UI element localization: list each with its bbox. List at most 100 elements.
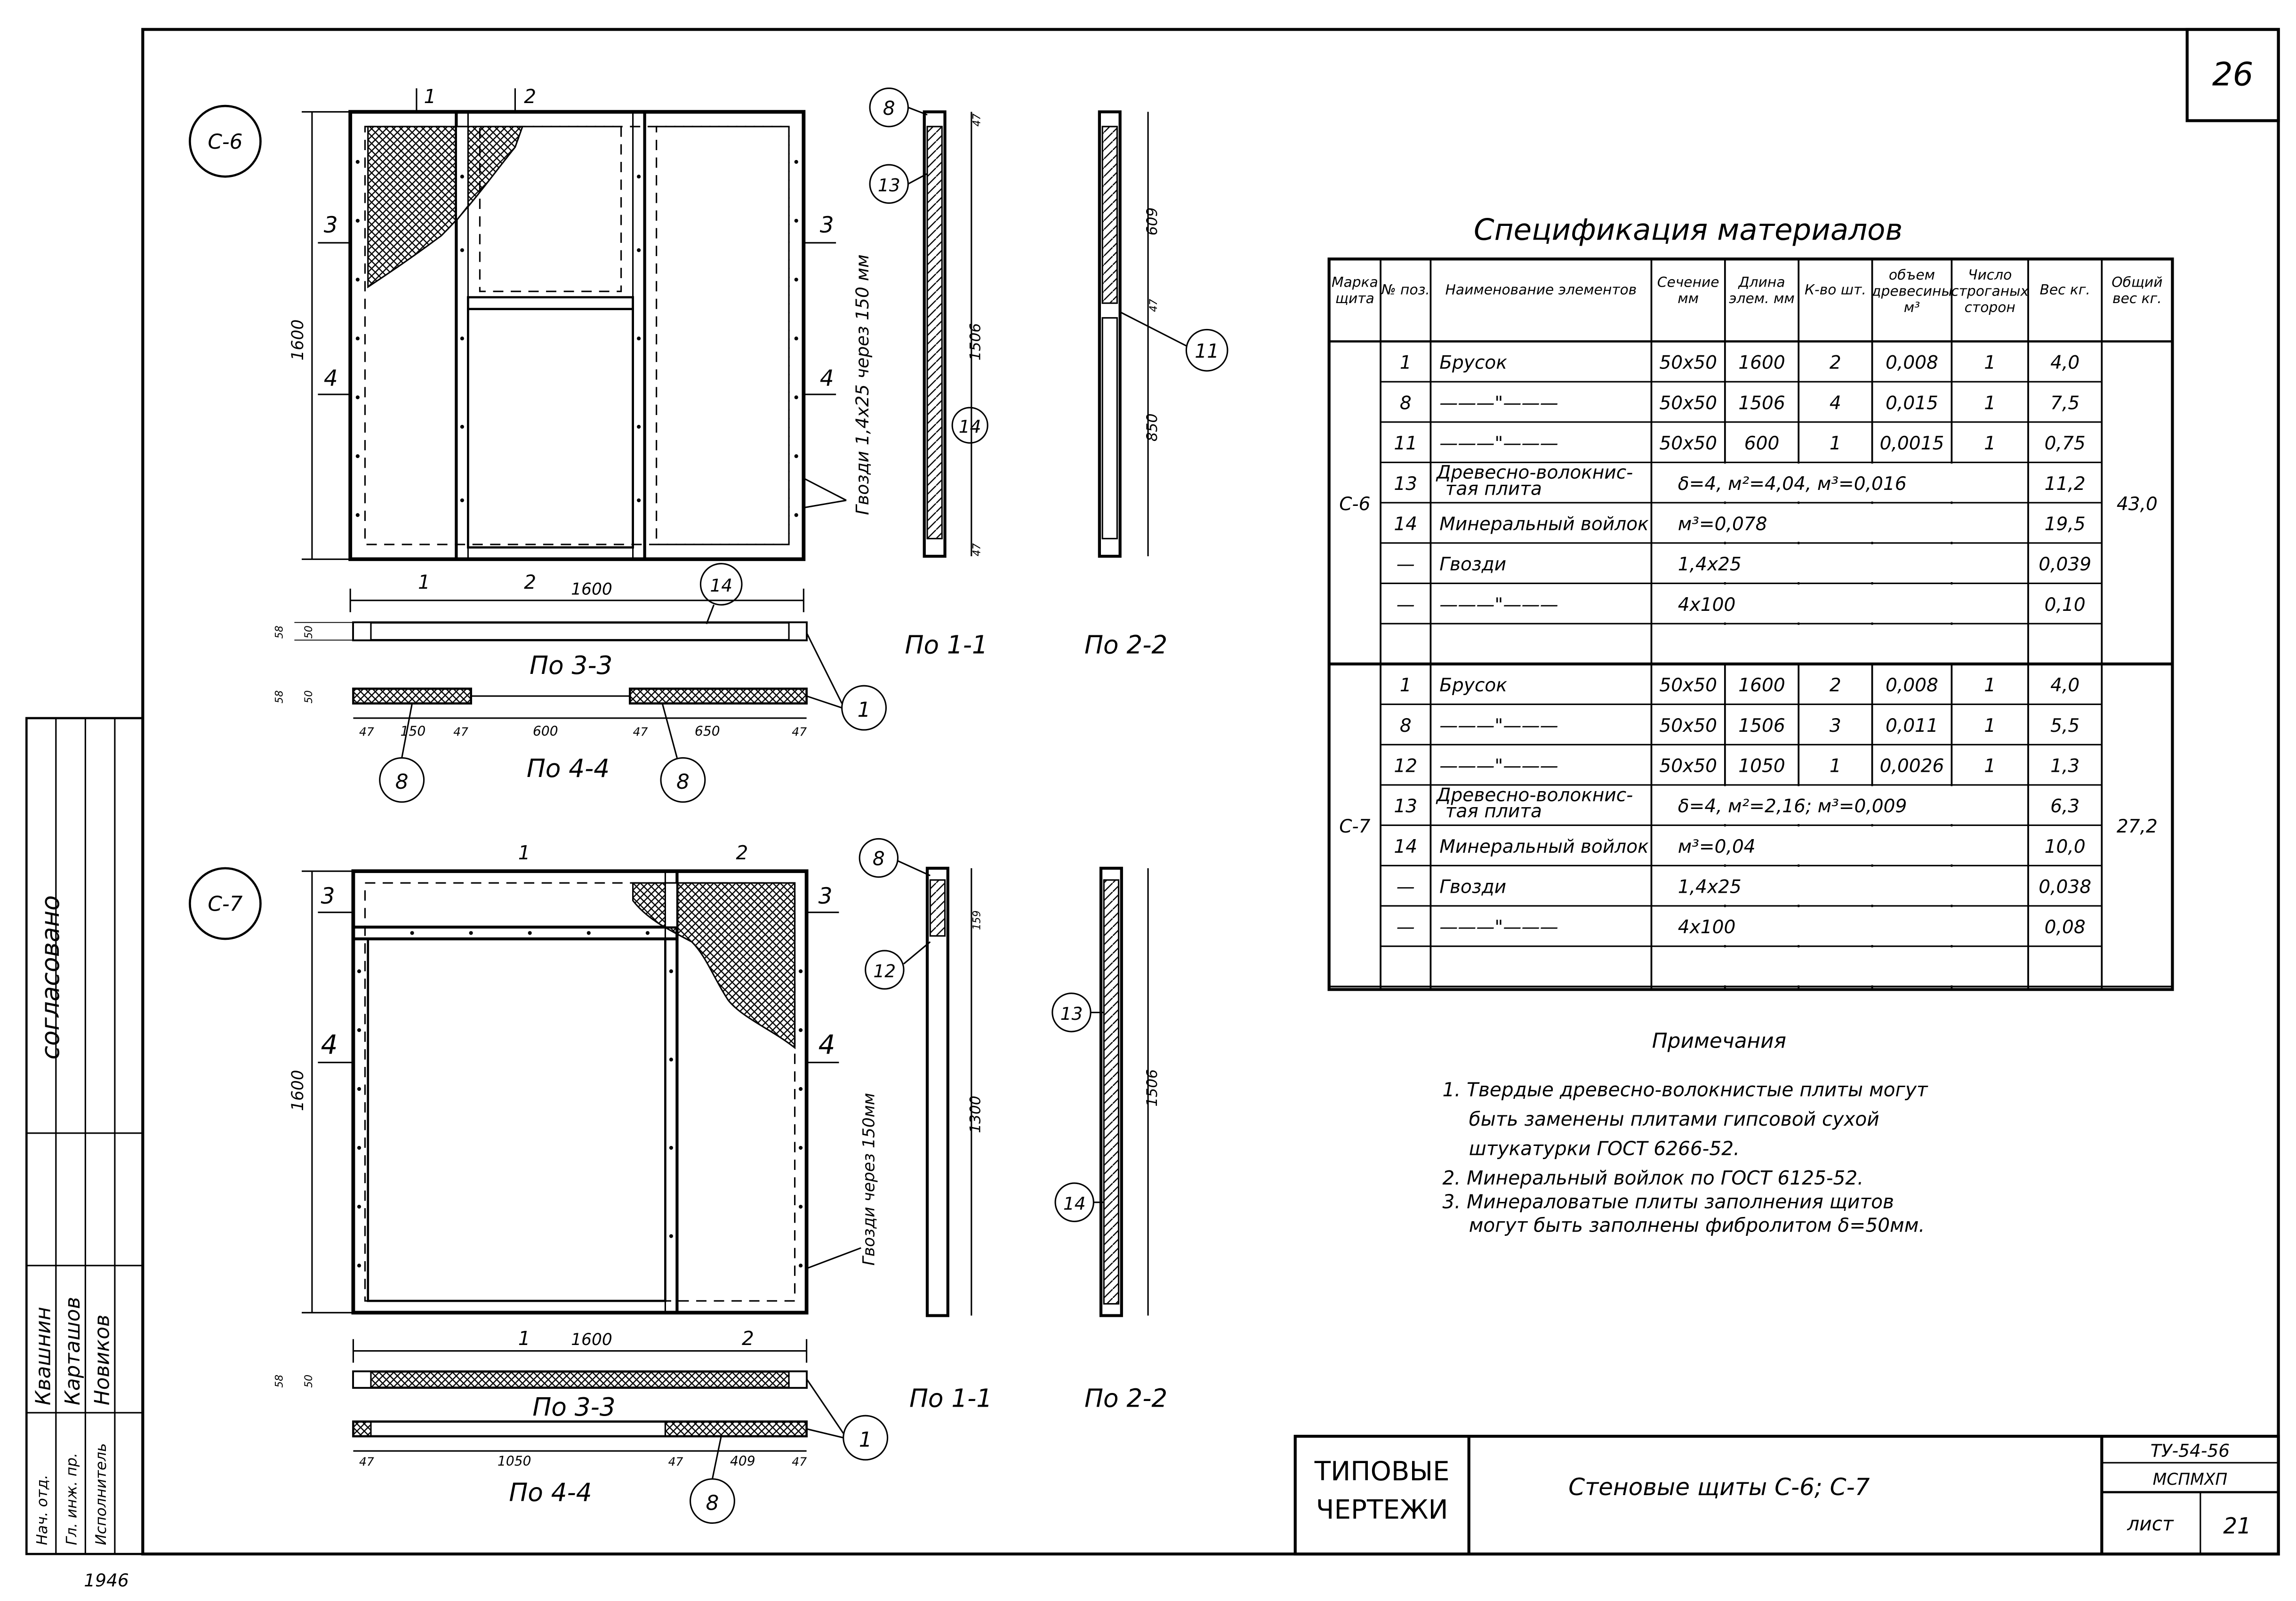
spec-merged: δ=4, м²=2,16; м³=0,009: [1678, 796, 1907, 817]
c6-height-dim: 1600: [289, 320, 307, 360]
spec-name: ———"———: [1439, 392, 1558, 414]
c7-height-dim: 1600: [289, 1070, 307, 1111]
spec-sides: 1: [1984, 352, 1996, 374]
c7-sec-2-bottom: 2: [742, 1327, 754, 1350]
stamp-sheet-label: лист: [2127, 1513, 2174, 1535]
spec-name: ———"———: [1439, 715, 1558, 736]
c6-4-4-d4: 600: [533, 724, 558, 739]
spec-sides: 1: [1984, 756, 1996, 777]
spec-qty: 4: [1830, 392, 1841, 414]
panel-c7-elevation: С-7 1600 1 2 3 3 4 4 1 2 Гвозди через 15…: [189, 841, 878, 1363]
spec-volume: 0,015: [1886, 392, 1938, 414]
c6-2-2-dim-top: 609: [1144, 208, 1161, 236]
spec-header-1: № поз.: [1381, 281, 1430, 298]
spec-weight: 0,038: [2039, 877, 2091, 898]
callout-13-c7: 13: [1060, 1003, 1083, 1024]
spec-mark: С-7: [1339, 816, 1370, 837]
spec-pos: —: [1397, 554, 1415, 575]
spec-sides: 1: [1984, 392, 1996, 414]
spec-weight: 0,039: [2039, 554, 2091, 575]
spec-section: 50x50: [1659, 756, 1717, 777]
spec-name: Минеральный войлок: [1439, 836, 1649, 857]
c6-sec-4-left: 4: [324, 365, 338, 391]
callout-8-c6-c: 8: [676, 770, 690, 794]
c6-callouts: 8 13 14 11 14 1 8 8: [379, 88, 1228, 803]
stamp-org: МСПМХП: [2153, 1470, 2228, 1489]
c6-4-4-d5: 47: [633, 725, 648, 739]
spec-weight: 4,0: [2050, 352, 2079, 374]
spec-merged: 1,4x25: [1678, 877, 1742, 898]
c6-section-4-4: 47 150 47 600 47 650 47 По 4-4 58 50: [273, 688, 808, 783]
spec-total: 43,0: [2117, 494, 2158, 515]
c6-3-3-label: По 3-3: [530, 651, 612, 680]
c7-3-3-dim-b: 50: [303, 1375, 315, 1388]
spec-pos: —: [1397, 877, 1415, 898]
spec-section: 50x50: [1659, 433, 1717, 454]
spec-name: ———"———: [1439, 756, 1558, 777]
c6-2-2-dim-bottom: 850: [1144, 413, 1161, 441]
spec-header-8: Вес кг.: [2040, 281, 2090, 298]
spec-name: ———"———: [1439, 433, 1558, 454]
spec-weight: 5,5: [2050, 715, 2079, 736]
spec-volume: 0,008: [1886, 675, 1938, 696]
callout-12-c7: 12: [873, 961, 896, 981]
c6-width-dim: 1600: [571, 580, 612, 599]
spec-pos: —: [1397, 594, 1415, 616]
spec-merged: 1,4x25: [1678, 554, 1742, 575]
c6-4-4-d6: 650: [695, 724, 720, 739]
c7-width-dim: 1600: [571, 1330, 612, 1349]
notes: Примечания 1. Твердые древесно-волокнист…: [1442, 1029, 1928, 1236]
spec-name: ———"———: [1439, 594, 1558, 616]
c7-section-2-2: 1506 По 2-2: [1084, 866, 1167, 1413]
c7-sec-4-right: 4: [819, 1030, 835, 1060]
c7-2-2-label: По 2-2: [1084, 1384, 1167, 1413]
spec-pos: 11: [1394, 433, 1417, 454]
spec-section: 50x50: [1659, 352, 1717, 374]
spec-name: Древесно-волокнис-тая плита: [1436, 462, 1633, 499]
role-executor: Исполнитель: [93, 1443, 110, 1545]
spec-length: 1600: [1738, 675, 1785, 696]
spec-pos: 14: [1394, 513, 1417, 535]
c6-2-2-dim-mid: 47: [1148, 299, 1160, 312]
c6-1-1-label: По 1-1: [905, 630, 988, 659]
spec-name: Древесно-волокнис-тая плита: [1436, 784, 1633, 822]
c6-section-2-2: 609 47 850 По 2-2: [1084, 110, 1167, 659]
spec-merged: 4x100: [1678, 594, 1736, 616]
c6-1-1-dim-top: 47: [971, 113, 983, 127]
stamp-typical-1: ТИПОВЫЕ: [1314, 1457, 1450, 1487]
c6-sec-4-right: 4: [820, 365, 834, 391]
spec-sides: 1: [1984, 675, 1996, 696]
spec-qty: 1: [1830, 756, 1841, 777]
c7-4-4-d2: 1050: [498, 1453, 531, 1469]
c6-sec-3-left: 3: [324, 212, 338, 238]
c6-1-1-dim: 1506: [967, 323, 984, 361]
name-kartashov: Карташов: [61, 1297, 85, 1406]
spec-pos: 12: [1394, 756, 1417, 777]
spec-volume: 0,008: [1886, 352, 1938, 374]
spec-name: Минеральный войлок: [1439, 513, 1649, 535]
archive-number: 1946: [84, 1570, 128, 1591]
c7-nails-note: Гвозди через 150мм: [859, 1093, 878, 1265]
c7-sec-1-top: 1: [518, 841, 530, 864]
spec-merged: м³=0,04: [1678, 836, 1756, 857]
callout-8-c7-b: 8: [706, 1491, 719, 1515]
stamp-title: Стеновые щиты С-6; С-7: [1568, 1473, 1870, 1501]
c6-sec-2-bottom: 2: [524, 571, 536, 593]
c6-4-4-d3: 47: [453, 725, 468, 739]
spec-volume: 0,0015: [1880, 433, 1944, 454]
c7-1-1-label: По 1-1: [909, 1384, 992, 1413]
spec-sides: 1: [1984, 715, 1996, 736]
spec-length: 1600: [1738, 352, 1785, 374]
stamp-code: ТУ-54-56: [2151, 1441, 2230, 1461]
spec-length: 600: [1744, 433, 1780, 454]
spec-total: 27,2: [2117, 816, 2158, 837]
c7-callouts: 8 12 13 14 1 8: [689, 838, 1104, 1524]
spec-section: 50x50: [1659, 392, 1717, 414]
panel-c7-mark: С-7: [208, 892, 242, 916]
